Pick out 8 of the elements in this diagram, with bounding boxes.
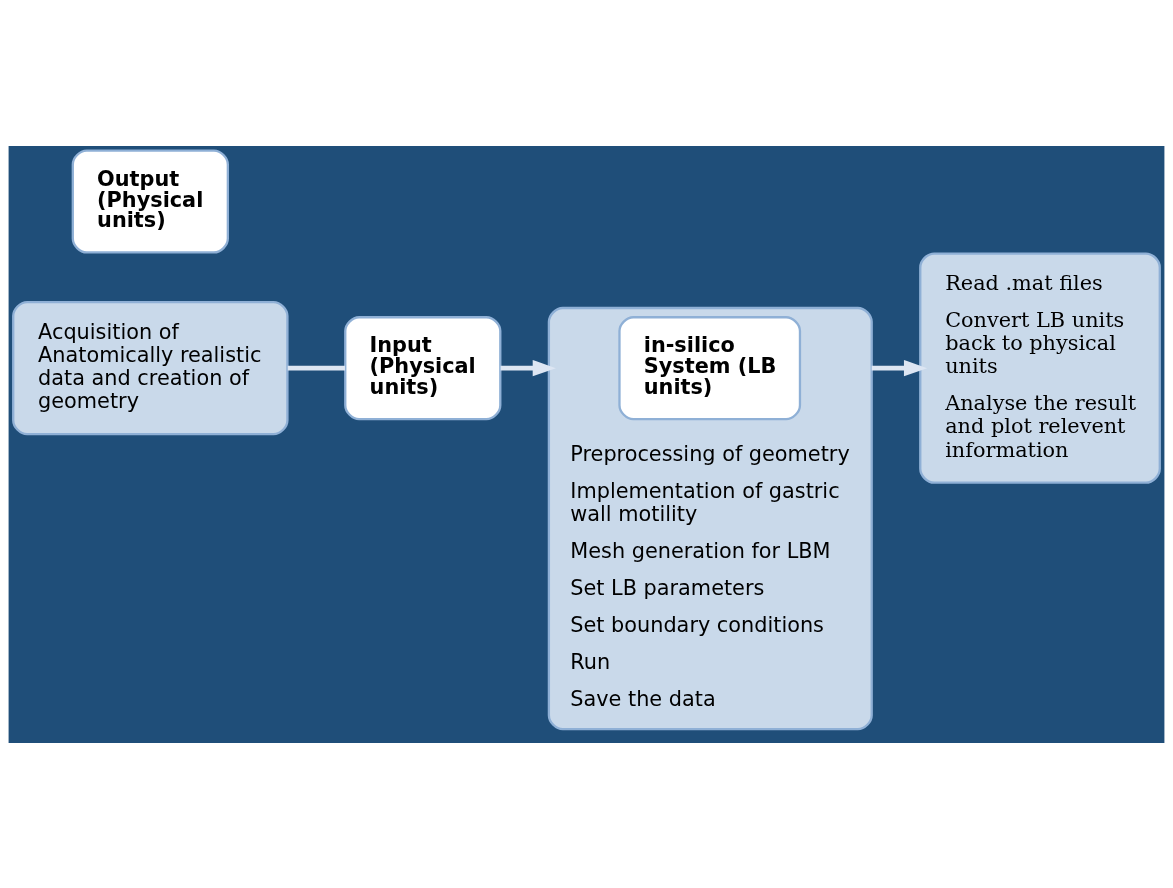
node-box: in-silico System (LB units) [618,315,802,420]
node-box: Output (Physical units) [71,148,229,254]
connector [287,365,345,370]
node-box: Input (Physical units) [344,315,502,420]
arrow [500,359,556,376]
node-box: Acquisition of Anatomically realistic data and creation of geometry [12,300,289,435]
node-box: Read .mat files Convert LB units back to physical units Analyse the result and plot relevent information [919,251,1161,484]
arrow [871,359,928,376]
